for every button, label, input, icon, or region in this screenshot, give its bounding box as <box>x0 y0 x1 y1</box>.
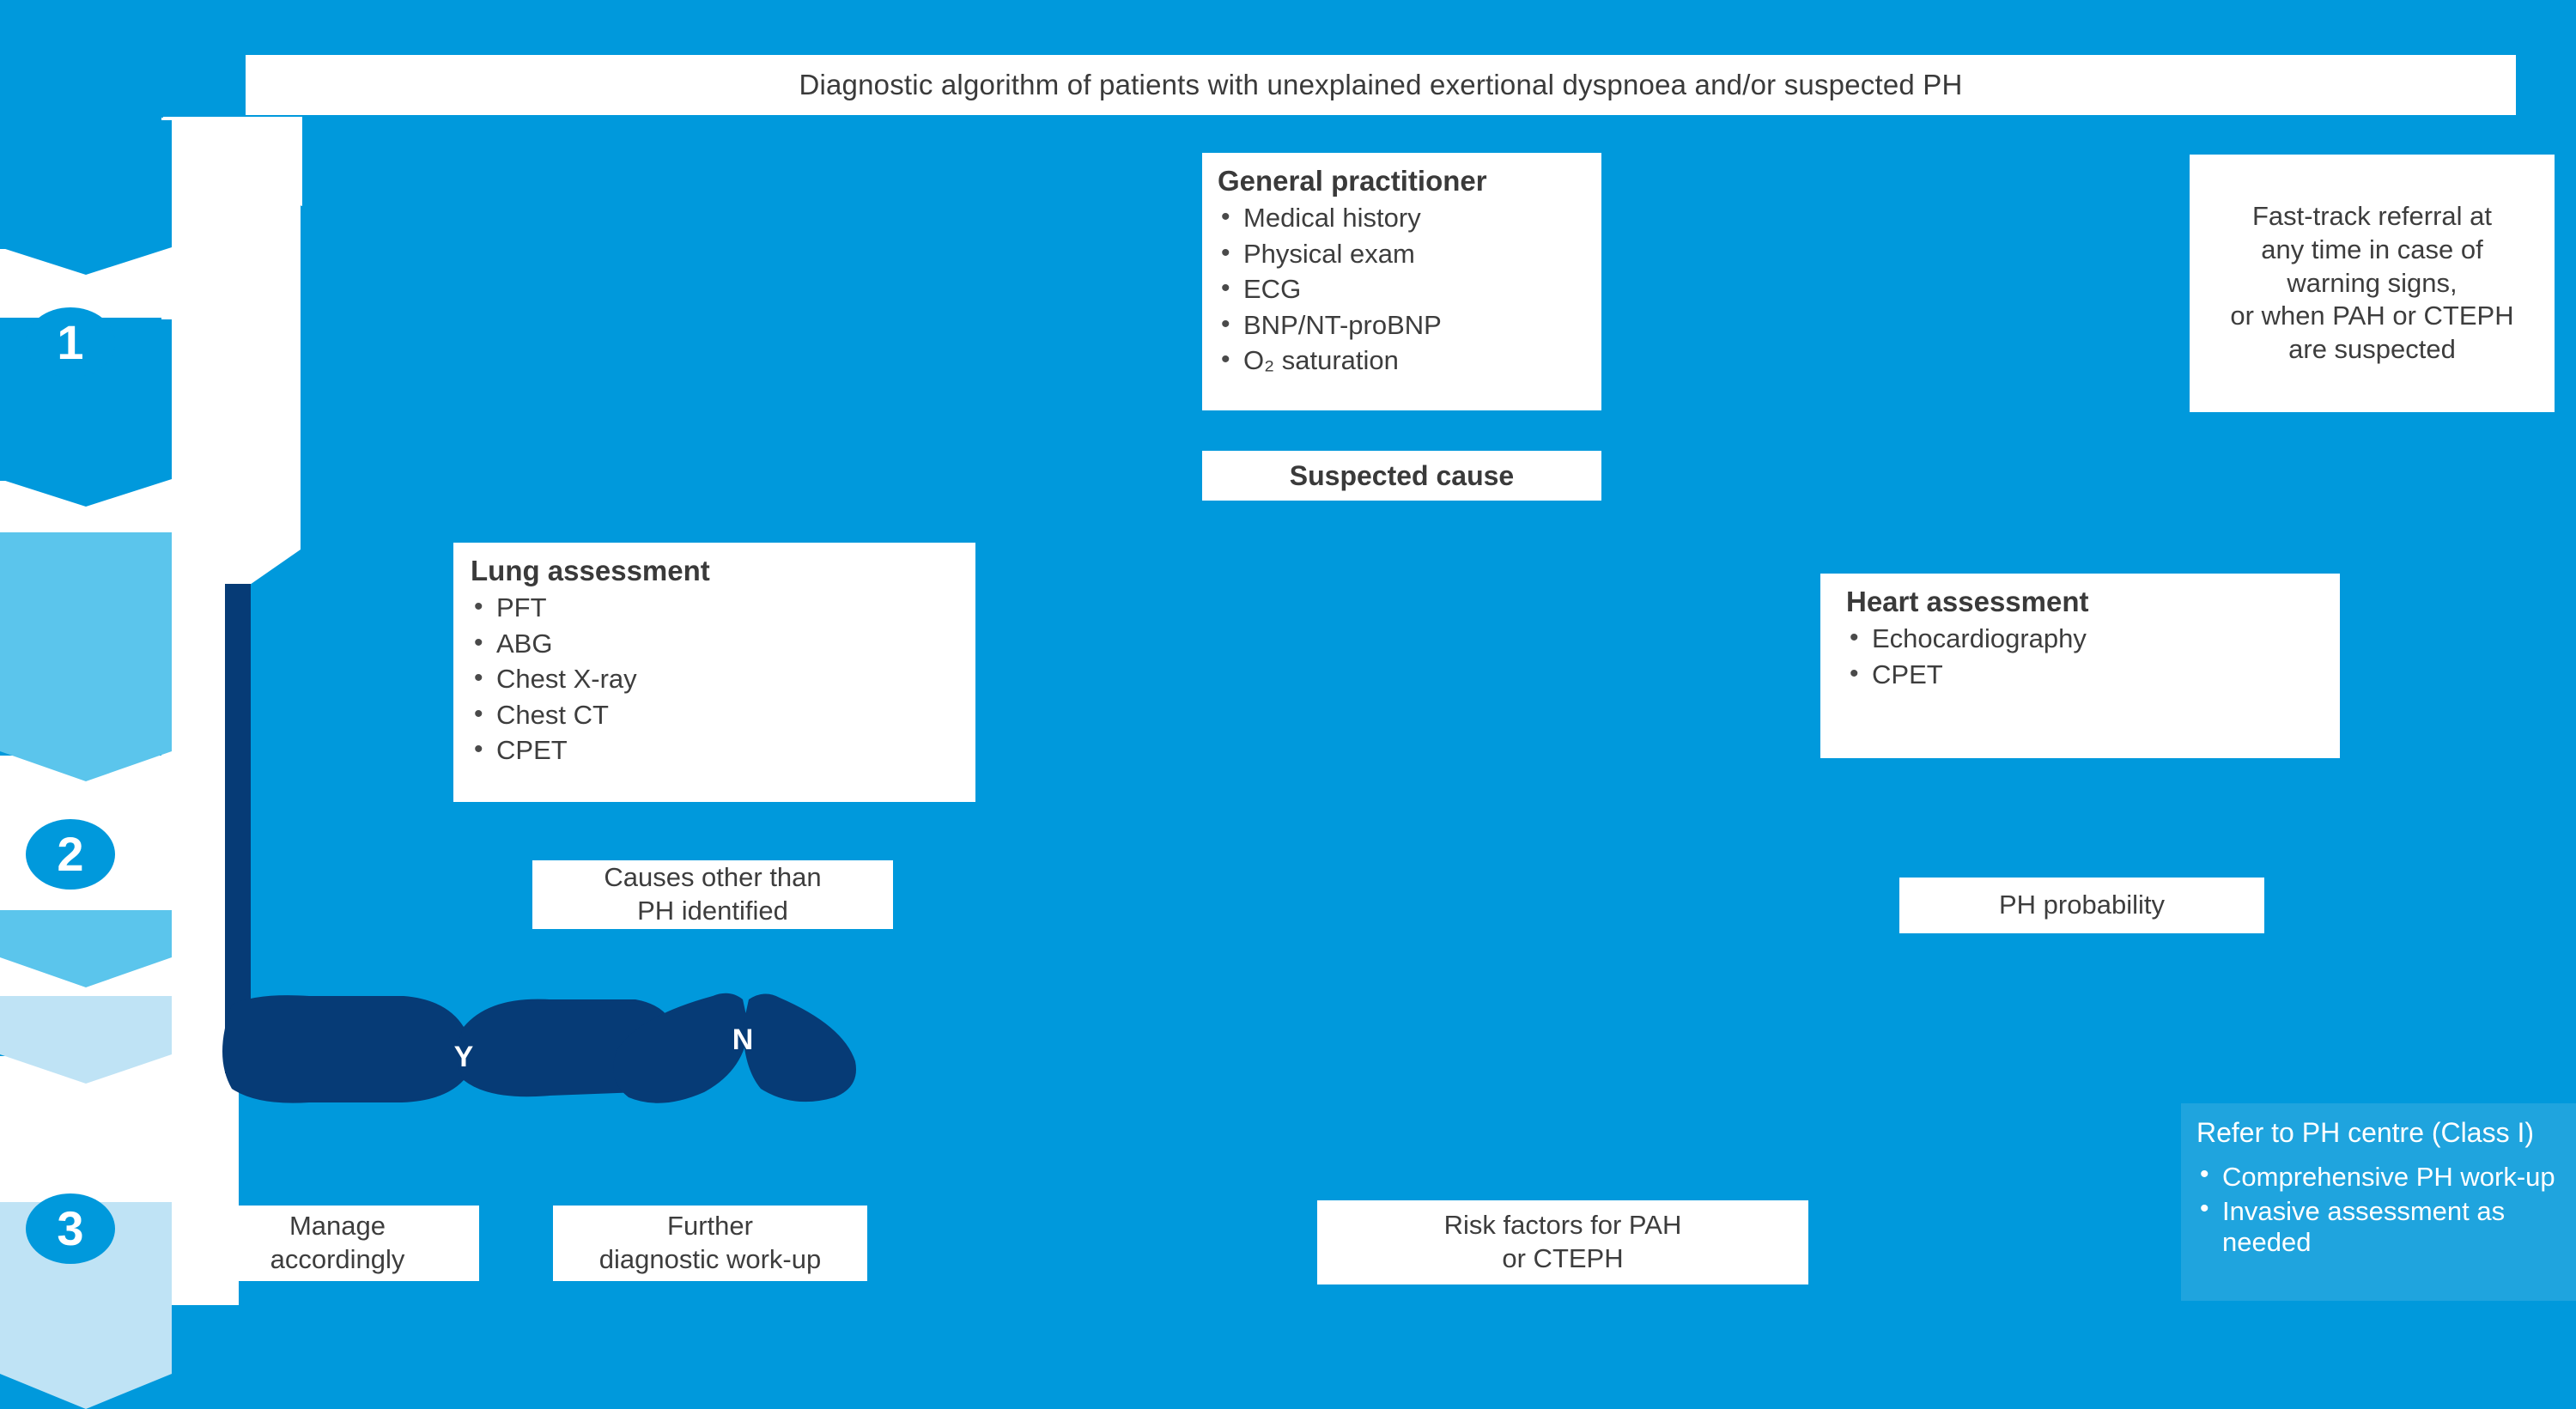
connector-lung-to-yes <box>225 584 251 1049</box>
refer-to-ph-centre-panel: Refer to PH centre (Class I) Comprehensi… <box>2181 1103 2576 1301</box>
step-ribbon-column <box>0 120 172 1409</box>
lung-assessment-heading: Lung assessment <box>471 555 710 586</box>
fast-track-line: are suspected <box>2288 334 2456 365</box>
figure-title: Diagnostic algorithm of patients with un… <box>799 69 1963 100</box>
list-item: Echocardiography <box>1846 623 2340 655</box>
ph-probability-label: PH probability <box>1999 890 2165 920</box>
figure-title-bar: Diagnostic algorithm of patients with un… <box>246 55 2516 115</box>
suspected-cause-label: Suspected cause <box>1289 459 1515 491</box>
step-badge-2: 2 <box>26 819 115 890</box>
decision-node-no[interactable]: N <box>601 987 945 1151</box>
manage-accordingly-line: accordingly <box>270 1244 405 1274</box>
heart-assessment-box: Heart assessment Echocardiography CPET <box>1820 574 2340 758</box>
fast-track-line: any time in case of <box>2261 234 2483 264</box>
decision-yes-label: Y <box>454 1041 474 1073</box>
manage-accordingly-line: Manage <box>289 1211 386 1242</box>
risk-factors-line: Risk factors for PAH <box>1443 1210 1682 1241</box>
fast-track-referral-box: Fast-track referral at any time in case … <box>2190 155 2555 412</box>
heart-assessment-list: Echocardiography CPET <box>1846 623 2340 690</box>
causes-other-line: PH identified <box>637 896 788 926</box>
step-ribbon-2-lower <box>0 910 172 987</box>
step-ribbon-3 <box>0 996 172 1084</box>
further-workup-line: diagnostic work-up <box>598 1244 822 1274</box>
lung-assessment-box: Lung assessment PFT ABG Chest X-ray Ches… <box>453 543 975 802</box>
list-item: CPET <box>471 734 975 767</box>
list-item: ECG <box>1218 273 1601 306</box>
list-item: Physical exam <box>1218 238 1601 270</box>
heart-assessment-heading: Heart assessment <box>1846 586 2089 617</box>
step-badge-1: 1 <box>26 307 115 378</box>
refer-heading: Refer to PH centre (Class I) <box>2196 1117 2534 1148</box>
suspected-cause-box: Suspected cause <box>1202 451 1601 501</box>
lung-assessment-list: PFT ABG Chest X-ray Chest CT CPET <box>471 592 975 767</box>
list-item: Comprehensive PH work-up <box>2196 1160 2561 1193</box>
further-workup-line: Further <box>667 1211 753 1242</box>
list-item: O₂ saturation <box>1218 344 1601 377</box>
fast-track-line: warning signs, <box>2287 267 2458 298</box>
step-ribbon-2 <box>0 532 172 781</box>
list-item: PFT <box>471 592 975 624</box>
risk-factors-box: Risk factors for PAH or CTEPH <box>1317 1200 1808 1284</box>
general-practitioner-list: Medical history Physical exam ECG BNP/NT… <box>1218 202 1601 377</box>
step-number-3: 3 <box>57 1201 84 1255</box>
list-item: Chest X-ray <box>471 663 975 695</box>
list-item: ABG <box>471 628 975 660</box>
general-practitioner-heading: General practitioner <box>1218 165 1487 197</box>
further-workup-box: Further diagnostic work-up <box>553 1206 867 1281</box>
list-item: Invasive assessment as needed <box>2196 1194 2561 1258</box>
causes-other-line: Causes other than <box>604 862 822 893</box>
step-number-1: 1 <box>57 315 84 369</box>
list-item: BNP/NT-proBNP <box>1218 309 1601 342</box>
step-ribbon-1 <box>0 120 172 275</box>
list-item: CPET <box>1846 659 2340 691</box>
list-item: Medical history <box>1218 202 1601 234</box>
fast-track-line: or when PAH or CTEPH <box>2230 301 2514 331</box>
decision-no-label: N <box>732 1023 754 1056</box>
causes-other-than-ph-box: Causes other than PH identified <box>532 860 893 929</box>
manage-accordingly-box: Manage accordingly <box>196 1206 479 1281</box>
step-number-2: 2 <box>57 827 84 881</box>
step-badge-3: 3 <box>26 1193 115 1264</box>
list-item: Chest CT <box>471 699 975 732</box>
general-practitioner-box: General practitioner Medical history Phy… <box>1202 153 1601 410</box>
refer-list: Comprehensive PH work-up Invasive assess… <box>2196 1160 2561 1258</box>
fast-track-line: Fast-track referral at <box>2251 201 2493 232</box>
ph-probability-box: PH probability <box>1899 878 2264 933</box>
risk-factors-line: or CTEPH <box>1502 1243 1624 1273</box>
